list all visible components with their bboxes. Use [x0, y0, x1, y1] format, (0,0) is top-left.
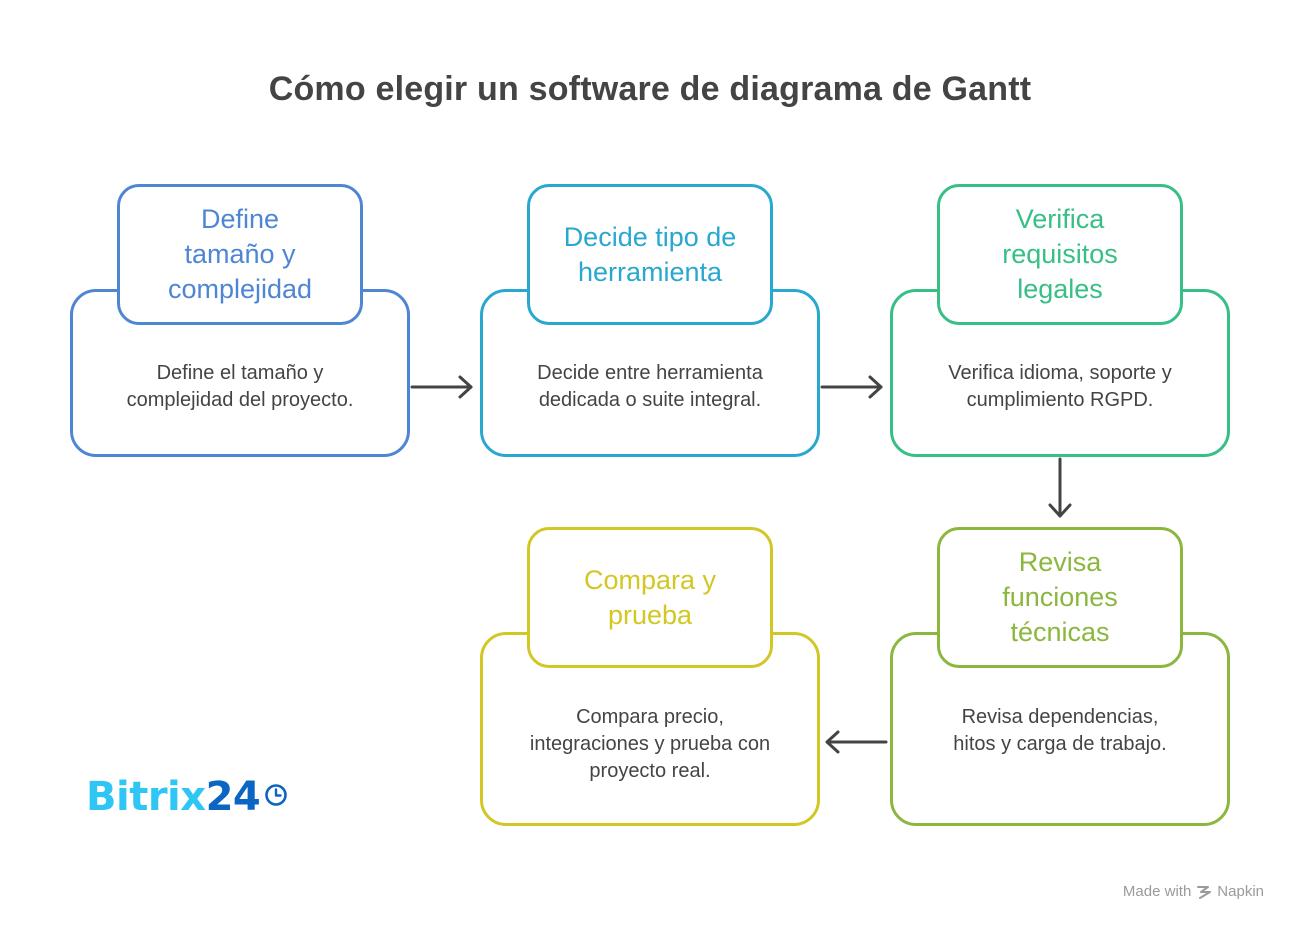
arrow-down-icon — [1048, 457, 1072, 518]
logo-text-bitrix: Bitrix — [86, 774, 206, 820]
footer-made-with: Made with — [1122, 883, 1192, 900]
made-with-napkin: Made with Napkin — [1123, 883, 1264, 900]
step-description-1: Define el tamaño y complejidad del proye… — [126, 362, 354, 411]
clock-icon — [265, 784, 288, 806]
logo-text-24: 24 — [205, 774, 261, 820]
step-heading-box-5: Compara y prueba — [527, 527, 773, 668]
arrow-left-icon — [825, 730, 888, 754]
step-heading-5: Compara y prueba — [583, 564, 717, 630]
step-heading-1: Define tamaño y complejidad — [167, 204, 313, 304]
step-heading-box-2: Decide tipo de herramienta — [527, 184, 773, 325]
bitrix24-logo: Bitrix 24 — [86, 774, 288, 820]
step-description-2: Decide entre herramienta dedicada o suit… — [537, 362, 763, 411]
arrow-right-icon — [410, 375, 473, 399]
step-heading-box-3: Verifica requisitos legales — [937, 184, 1183, 325]
step-heading-3: Verifica requisitos legales — [1002, 204, 1118, 304]
step-heading-box-4: Revisa funciones técnicas — [937, 527, 1183, 668]
step-description-4: Revisa dependencias, hitos y carga de tr… — [953, 706, 1167, 755]
step-heading-4: Revisa funciones técnicas — [1002, 547, 1118, 647]
step-description-3: Verifica idioma, soporte y cumplimiento … — [948, 362, 1172, 411]
step-description-5: Compara precio, integraciones y prueba c… — [529, 706, 771, 782]
arrow-right-icon — [820, 375, 883, 399]
napkin-logo-icon — [1197, 885, 1212, 899]
step-heading-box-1: Define tamaño y complejidad — [117, 184, 363, 325]
footer-brand: Napkin — [1217, 883, 1264, 900]
page-title: Cómo elegir un software de diagrama de G… — [268, 70, 1032, 108]
step-heading-2: Decide tipo de herramienta — [563, 221, 737, 287]
